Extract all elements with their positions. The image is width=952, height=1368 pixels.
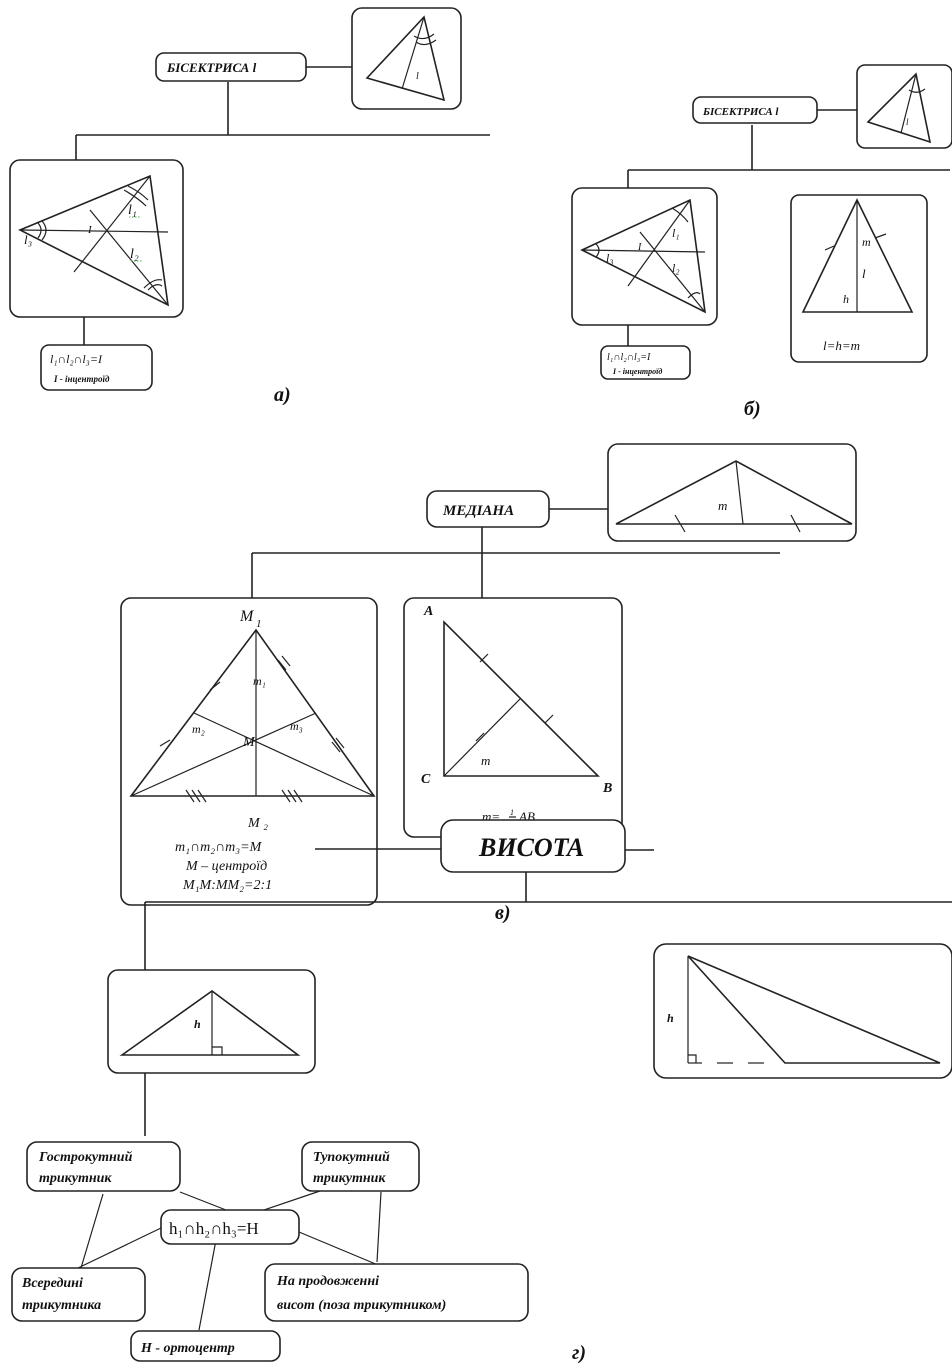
panel-a: БІСЕКТРИСА l l l₃ I l₁ l₂ l₁∩l₂∩l₃=I I -… [9, 7, 490, 406]
svg-text:I: I [87, 224, 93, 236]
caption-b: б) [744, 398, 761, 420]
bisector-intersection-box [40, 344, 153, 391]
bisector-intersection-box-b [600, 345, 691, 380]
svg-text:Всередині: Всередині [21, 1276, 83, 1291]
svg-text:l₃: l₃ [24, 232, 32, 247]
svg-text:M: M [242, 735, 256, 750]
bisector-small-figure [351, 7, 462, 110]
bisector-title-box [155, 52, 307, 82]
bisector-incenter-figure-b [571, 187, 718, 326]
svg-text:M: M [239, 608, 255, 625]
bisector-title: БІСЕКТРИСА l [166, 60, 257, 75]
svg-text:h: h [843, 292, 849, 306]
inside-triangle-box[interactable] [11, 1267, 146, 1322]
centroid-figure [120, 597, 378, 906]
outside-triangle-box[interactable] [264, 1263, 529, 1322]
altitude-right-figure [653, 943, 952, 1079]
panel-b: БІСЕКТРИСА l l l₃ I l₁ l₂ l₁∩l₂∩l₃=I I -… [571, 64, 952, 420]
svg-text:M ₂: M ₂ [247, 816, 268, 831]
svg-text:1: 1 [256, 618, 262, 630]
obtuse-triangle-box[interactable] [301, 1141, 420, 1192]
svg-text:M – центроїд: M – центроїд [185, 859, 267, 874]
svg-text:m: m [481, 753, 490, 768]
svg-text:Тупокутний: Тупокутний [313, 1150, 390, 1165]
svg-text:B: B [602, 781, 612, 796]
svg-text:l: l [862, 266, 866, 281]
panel-v: МЕДІАНА m M 1 m₁ m₂ m₃ M M ₂ m₁∩m₂∩m₃=M … [120, 443, 857, 924]
svg-text:БІСЕКТРИСА l: БІСЕКТРИСА l [702, 106, 779, 118]
svg-text:I - інцентроїд: I - інцентроїд [53, 374, 110, 384]
svg-text:A: A [423, 604, 433, 619]
median-top-figure [607, 443, 857, 542]
isosceles-figure [790, 194, 928, 363]
svg-text:l₁: l₁ [672, 226, 680, 240]
acute-triangle-box[interactable] [26, 1141, 181, 1192]
caption-a: а) [274, 384, 291, 406]
svg-text:висот (поза трикутником): висот (поза трикутником) [277, 1298, 446, 1313]
altitude-title: ВИСОТА [478, 833, 584, 862]
altitude-title-box [440, 819, 626, 873]
svg-text:m₃: m₃ [290, 719, 303, 733]
svg-text:I - інцентроїд: I - інцентроїд [612, 367, 662, 376]
orthocenter-box[interactable] [130, 1330, 281, 1362]
svg-text:l₃: l₃ [606, 251, 614, 265]
median-title-box [426, 490, 550, 528]
svg-text:h: h [194, 1017, 201, 1031]
svg-text:m₁: m₁ [253, 674, 266, 688]
svg-text:h: h [667, 1011, 674, 1025]
svg-text:M₁M:MM₂=2:1: M₁M:MM₂=2:1 [182, 878, 272, 893]
svg-text:На продовженні: На продовженні [276, 1274, 379, 1289]
svg-text:I: I [637, 242, 642, 253]
svg-text:l: l [906, 117, 909, 127]
right-triangle-figure [403, 597, 623, 838]
svg-text:l₁: l₁ [128, 203, 137, 218]
svg-text:l₁∩l₂∩l₃=I: l₁∩l₂∩l₃=I [607, 352, 651, 363]
svg-text:Гострокутний: Гострокутний [38, 1150, 133, 1165]
caption-g: г) [572, 1342, 586, 1364]
svg-text:m₁∩m₂∩m₃=M: m₁∩m₂∩m₃=M [175, 840, 263, 855]
svg-text:m₂: m₂ [192, 722, 205, 736]
svg-text:трикутник: трикутник [313, 1171, 386, 1186]
caption-v: в) [495, 902, 511, 924]
orthocenter-intersection-box[interactable] [160, 1209, 300, 1245]
svg-text:H - ортоцентр: H - ортоцентр [140, 1341, 235, 1356]
bisector-incenter-figure [9, 159, 184, 318]
svg-text:l₂: l₂ [672, 261, 680, 275]
svg-text:l: l [416, 71, 419, 82]
svg-text:l₂: l₂ [130, 247, 139, 262]
svg-text:трикутника: трикутника [22, 1298, 101, 1313]
bisector-title-box-b [692, 96, 818, 124]
bisector-small-figure-b [856, 64, 952, 149]
svg-text:h₁∩h₂∩h₃=H: h₁∩h₂∩h₃=H [169, 1219, 259, 1238]
svg-text:l₁∩l₂∩l₃=I: l₁∩l₂∩l₃=I [50, 352, 103, 366]
svg-text:1: 1 [510, 808, 514, 817]
svg-text:трикутник: трикутник [39, 1171, 112, 1186]
panel-g: h ВИСОТА h Гострокутний трикутник Тупоку… [11, 819, 952, 1364]
svg-text:m: m [718, 498, 727, 513]
svg-text:l=h=m: l=h=m [823, 338, 860, 353]
svg-text:C: C [421, 772, 431, 787]
svg-text:m: m [862, 235, 871, 249]
median-title: МЕДІАНА [442, 503, 514, 519]
